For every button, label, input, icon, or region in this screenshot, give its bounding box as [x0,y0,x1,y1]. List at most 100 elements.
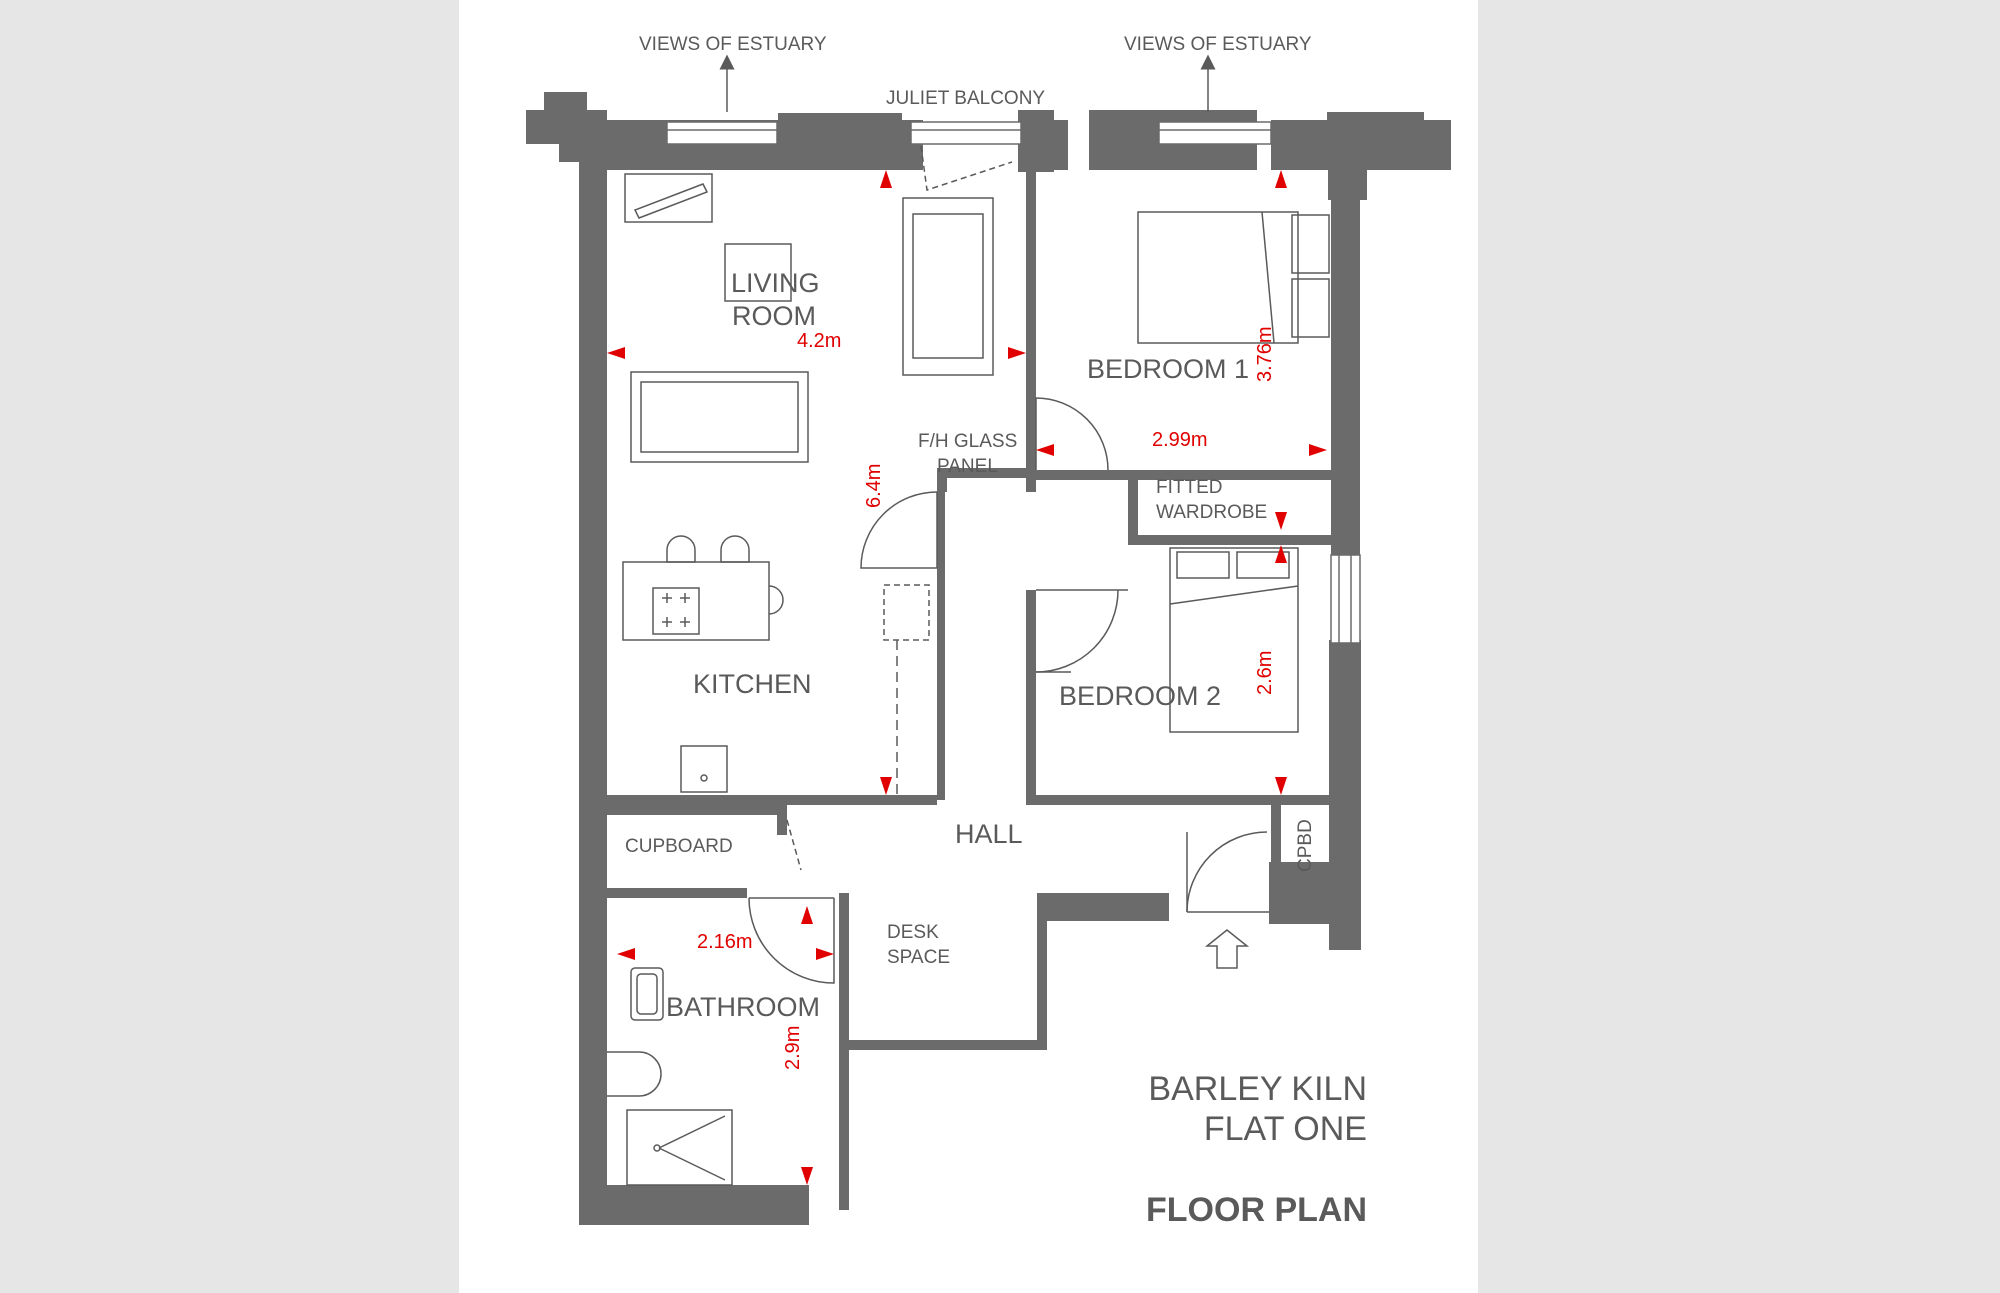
marker-bath-w-right [816,948,834,960]
wall-bed2-left [1026,590,1036,800]
wall-top-5 [1018,110,1054,172]
entrance-arrow-icon [1204,929,1250,969]
window-bed2 [1330,554,1361,644]
bed2-bed-fold [1169,585,1299,605]
kitchen-sink-drain [700,774,708,782]
wall-right-lower [1329,640,1361,950]
wall-glass-panel [937,468,1026,478]
door-entrance-swing [1186,831,1268,913]
door-kitchen-swing [860,491,938,569]
kitchen-dashed-unit [883,584,930,641]
label-kitchen: KITCHEN [693,669,812,699]
wall-left-lower [579,800,607,1225]
label-wardrobe-2: WARDROBE [1156,502,1267,523]
label-living-2: ROOM [732,301,816,331]
wall-desk-right [1037,893,1047,1050]
floor-plan-drawing: VIEWS OF ESTUARY VIEWS OF ESTUARY JULIET… [526,34,1451,1229]
bed1-bed [1137,211,1299,344]
dim-bed2-depth: 2.6m [1254,651,1276,695]
kitchen-island [622,561,770,641]
label-views-right: VIEWS OF ESTUARY [1124,34,1312,55]
bath-sink [630,967,664,1021]
dim-bed1-width: 2.99m [1152,429,1208,451]
bed2-pillow-1 [1176,551,1230,579]
wall-cupboard-right [777,805,787,835]
wall-bed1-bottom [1026,470,1331,480]
bath-shower [626,1109,733,1186]
marker-bed1-d-bottom [1275,512,1287,530]
label-glass-2: PANEL [937,456,998,477]
wall-top-2 [778,113,902,170]
wall-cpbd-left [1271,805,1281,885]
title-line1: BARLEY KILN [1148,1070,1367,1108]
window-living [666,121,778,145]
bath-toilet [607,1051,662,1097]
wall-kitchen-right [937,490,945,800]
dim-bed1-depth: 3.76m [1254,326,1276,382]
door-cupboard [786,819,802,871]
label-bedroom2: BEDROOM 2 [1059,681,1221,711]
label-wardrobe-1: FITTED [1156,477,1223,498]
wall-bathroom-bottom-stub [587,1185,636,1225]
label-cupboard: CUPBOARD [625,836,733,857]
kitchen-sink [680,745,728,793]
marker-bed1-d-top [1275,170,1287,188]
door-bed1-swing [1035,397,1109,471]
living-table [724,243,792,302]
label-views-left: VIEWS OF ESTUARY [639,34,827,55]
dim-living-depth: 6.4m [863,464,885,508]
walls [526,92,1451,1225]
label-desk-2: SPACE [887,947,950,968]
label-bathroom: BATHROOM [666,992,820,1022]
wall-glass-post [937,478,947,492]
bed1-bed-fold [1261,211,1275,344]
stool-3 [768,585,784,615]
window-bed1 [1158,121,1272,145]
doors [748,145,1269,984]
wall-desk-bottom [849,1040,1047,1050]
title-line2: FLAT ONE [1204,1110,1367,1148]
marker-bath-w-left [617,948,635,960]
windows [666,121,1361,644]
door-bed2-swing [1035,589,1119,673]
marker-bed1-w-right [1309,444,1327,456]
living-sofa-lower [630,371,809,463]
living-sofa-lower-seat [640,381,799,453]
label-juliet-balcony: JULIET BALCONY [886,88,1045,109]
wall-right-upper [1331,160,1360,558]
bed1-pillow-1 [1291,214,1330,274]
bed1-pillow-2 [1291,278,1330,338]
label-glass-1: F/H GLASS [918,431,1017,452]
wall-cupboard-bottom [607,888,747,898]
wall-top-left-stub [544,92,587,114]
marker-bath-d-bottom [801,1167,813,1185]
wall-cupboard-top [607,805,787,815]
door-bathroom-swing [748,897,835,984]
marker-bed2-d-top [1275,545,1287,563]
wall-bed2-bottom [1026,795,1331,805]
marker-living-w-right [1008,347,1026,359]
label-hall: HALL [955,819,1023,849]
marker-living-d-bottom [880,777,892,795]
kitchen-hob [652,587,700,635]
window-juliet [910,121,1022,145]
view-arrows [719,54,1216,112]
marker-living-d-top [880,170,892,188]
wall-left-top [559,110,607,162]
wall-living-bed1 [1026,170,1036,492]
bed2-pillow-2 [1236,551,1290,579]
dim-bath-depth: 2.9m [782,1026,804,1070]
living-sofa-right [902,197,994,376]
stool-1 [666,535,696,563]
furniture [607,173,1330,1186]
wall-bathroom-right [839,893,849,1210]
stool-2 [720,535,750,563]
living-cabinet-detail [633,183,709,219]
living-sofa-right-seat [912,213,984,359]
living-cabinet [624,173,713,223]
window-lines [667,129,1352,643]
marker-bed1-w-left [1036,444,1054,456]
wall-kitchen-bottom [607,795,937,805]
label-bedroom1: BEDROOM 1 [1087,354,1249,384]
dim-living-width: 4.2m [797,330,841,352]
